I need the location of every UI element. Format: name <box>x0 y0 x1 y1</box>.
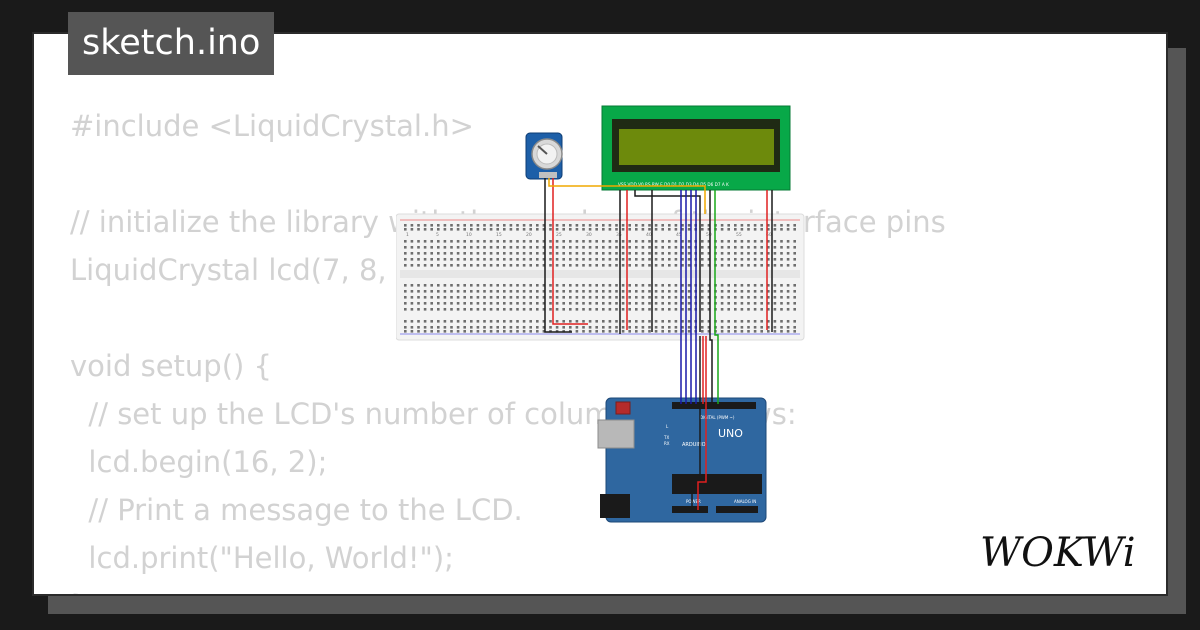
breadboard-column-number: 45 <box>676 232 682 238</box>
usb-port <box>597 419 635 449</box>
breadboard-column-number: 50 <box>706 232 712 238</box>
breadboard-column-number: 5 <box>436 232 439 238</box>
code-line: lcd.print("Hello, World!"); <box>70 541 454 575</box>
power-jack <box>600 494 630 518</box>
breadboard-column-number: 25 <box>556 232 562 238</box>
digital-header-label: DIGITAL (PWM ~) <box>700 415 735 420</box>
code-line: } <box>70 582 946 594</box>
code-line: lcd.begin(16, 2); <box>70 445 328 479</box>
wire[interactable] <box>548 178 706 214</box>
breadboard-column-number: 40 <box>646 232 652 238</box>
breadboard-column-number: 30 <box>586 232 592 238</box>
potentiometer[interactable] <box>525 132 563 180</box>
breadboard-column-number: 35 <box>616 232 622 238</box>
breadboard-column-number: 20 <box>526 232 532 238</box>
code-preview: #include <LiquidCrystal.h> // initialize… <box>70 102 946 594</box>
led-label-rx: RX <box>664 441 670 446</box>
wokwi-logo: WOKWi <box>980 530 1136 576</box>
power-header <box>672 506 708 513</box>
wires <box>544 178 773 510</box>
lcd-pin-labels: VSS VDD V0 RS RW E D0 D1 D2 D3 D4 D5 D6 … <box>618 182 729 187</box>
wire[interactable] <box>634 190 701 332</box>
wire[interactable] <box>552 178 588 325</box>
wire[interactable] <box>691 336 701 510</box>
code-line: // Print a message to the LCD. <box>70 493 523 527</box>
lcd-display[interactable]: VSS VDD V0 RS RW E D0 D1 D2 D3 D4 D5 D6 … <box>601 105 791 191</box>
breadboard-column-number: 15 <box>496 232 502 238</box>
wire[interactable] <box>714 190 719 404</box>
arduino-brand-label: ARDUINO <box>682 442 706 448</box>
power-label: POWER <box>686 499 701 504</box>
code-line: void setup() { <box>70 349 272 383</box>
code-line: #include <LiquidCrystal.h> <box>70 109 474 143</box>
breadboard-column-number: 1 <box>406 232 409 238</box>
breadboard-column-number: 60 <box>766 232 772 238</box>
wire[interactable] <box>709 190 713 404</box>
analog-header <box>716 506 758 513</box>
wokwi-logo-text: WOKWi <box>980 530 1136 576</box>
led-label-tx: TX <box>663 435 669 440</box>
file-tab[interactable]: sketch.ino <box>68 12 275 75</box>
digital-header <box>672 402 756 409</box>
wire[interactable] <box>544 178 572 333</box>
breadboard-column-number: 10 <box>466 232 472 238</box>
atmega-chip <box>672 474 762 494</box>
arduino-uno[interactable]: DIGITAL (PWM ~) UNO ARDUINO L TX RX POWE… <box>597 397 767 523</box>
uno-label: UNO <box>718 427 743 440</box>
reset-button[interactable] <box>615 401 631 415</box>
analog-label: ANALOG IN <box>734 499 756 504</box>
led-label-l: L <box>666 424 669 429</box>
breadboard-column-number: 55 <box>736 232 742 238</box>
wire[interactable] <box>697 336 707 510</box>
